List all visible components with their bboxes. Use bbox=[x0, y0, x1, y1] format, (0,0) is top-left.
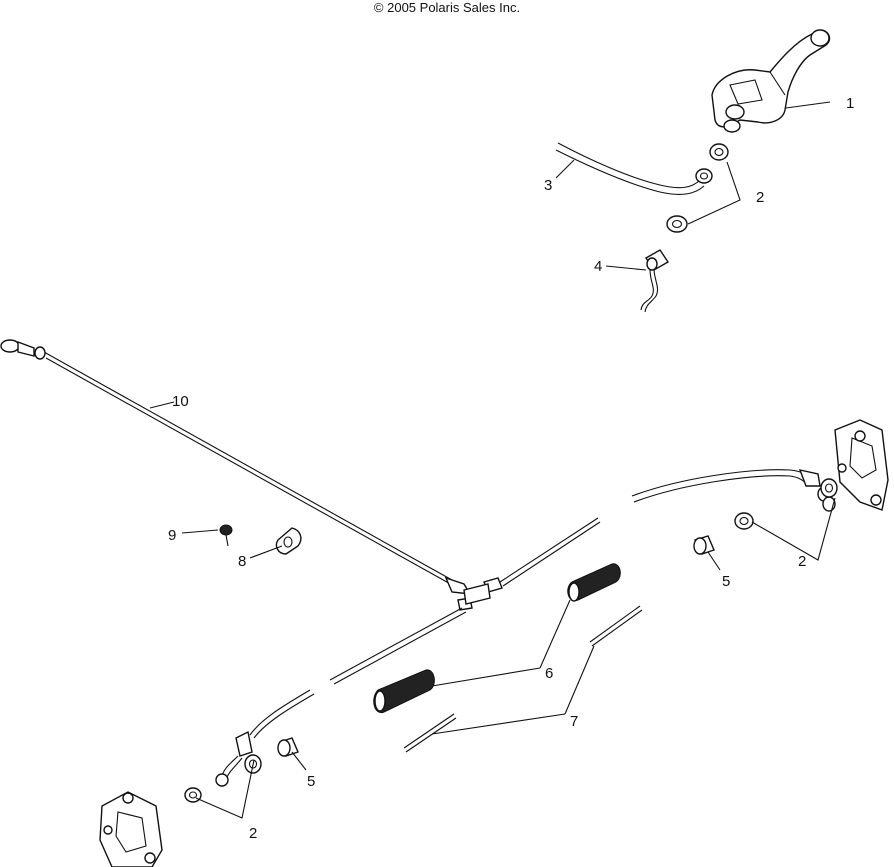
upper-cable-tie[interactable] bbox=[589, 605, 643, 647]
callout-8: 8 bbox=[238, 553, 246, 570]
brake-light-switch[interactable] bbox=[640, 249, 669, 313]
copyright-notice: © 2005 Polaris Sales Inc. bbox=[373, 0, 521, 15]
right-washers[interactable] bbox=[734, 478, 838, 530]
callout-5-left: 5 bbox=[307, 773, 315, 790]
upper-brake-line[interactable] bbox=[555, 142, 713, 195]
master-cylinder-assembly[interactable] bbox=[711, 29, 831, 133]
tee-junction[interactable] bbox=[444, 576, 503, 611]
line-clip[interactable] bbox=[275, 527, 302, 555]
callout-7: 7 bbox=[570, 713, 578, 730]
left-brake-caliper[interactable] bbox=[99, 791, 163, 867]
leader-lines bbox=[149, 101, 836, 819]
callout-1: 1 bbox=[846, 95, 854, 112]
left-banjo-bolt[interactable] bbox=[277, 737, 299, 757]
lower-cable-tie[interactable] bbox=[403, 713, 457, 753]
callout-2-left: 2 bbox=[249, 825, 257, 842]
retaining-screw[interactable] bbox=[219, 524, 233, 547]
long-brake-line[interactable] bbox=[0, 339, 455, 587]
right-banjo-bolt[interactable] bbox=[693, 535, 715, 555]
callout-9: 9 bbox=[168, 527, 176, 544]
right-brake-line[interactable] bbox=[499, 469, 836, 587]
lower-protective-sleeve[interactable] bbox=[373, 669, 435, 714]
callout-6: 6 bbox=[545, 665, 553, 682]
callout-2-right: 2 bbox=[798, 553, 806, 570]
right-brake-caliper[interactable] bbox=[834, 419, 889, 511]
upper-protective-sleeve[interactable] bbox=[567, 563, 621, 602]
callout-3: 3 bbox=[544, 177, 552, 194]
callout-5-right: 5 bbox=[722, 573, 730, 590]
callout-10: 10 bbox=[172, 393, 189, 410]
callout-4: 4 bbox=[594, 258, 602, 275]
upper-washers[interactable] bbox=[666, 143, 729, 233]
left-brake-line[interactable] bbox=[215, 607, 467, 787]
callout-2-upper: 2 bbox=[756, 189, 764, 206]
